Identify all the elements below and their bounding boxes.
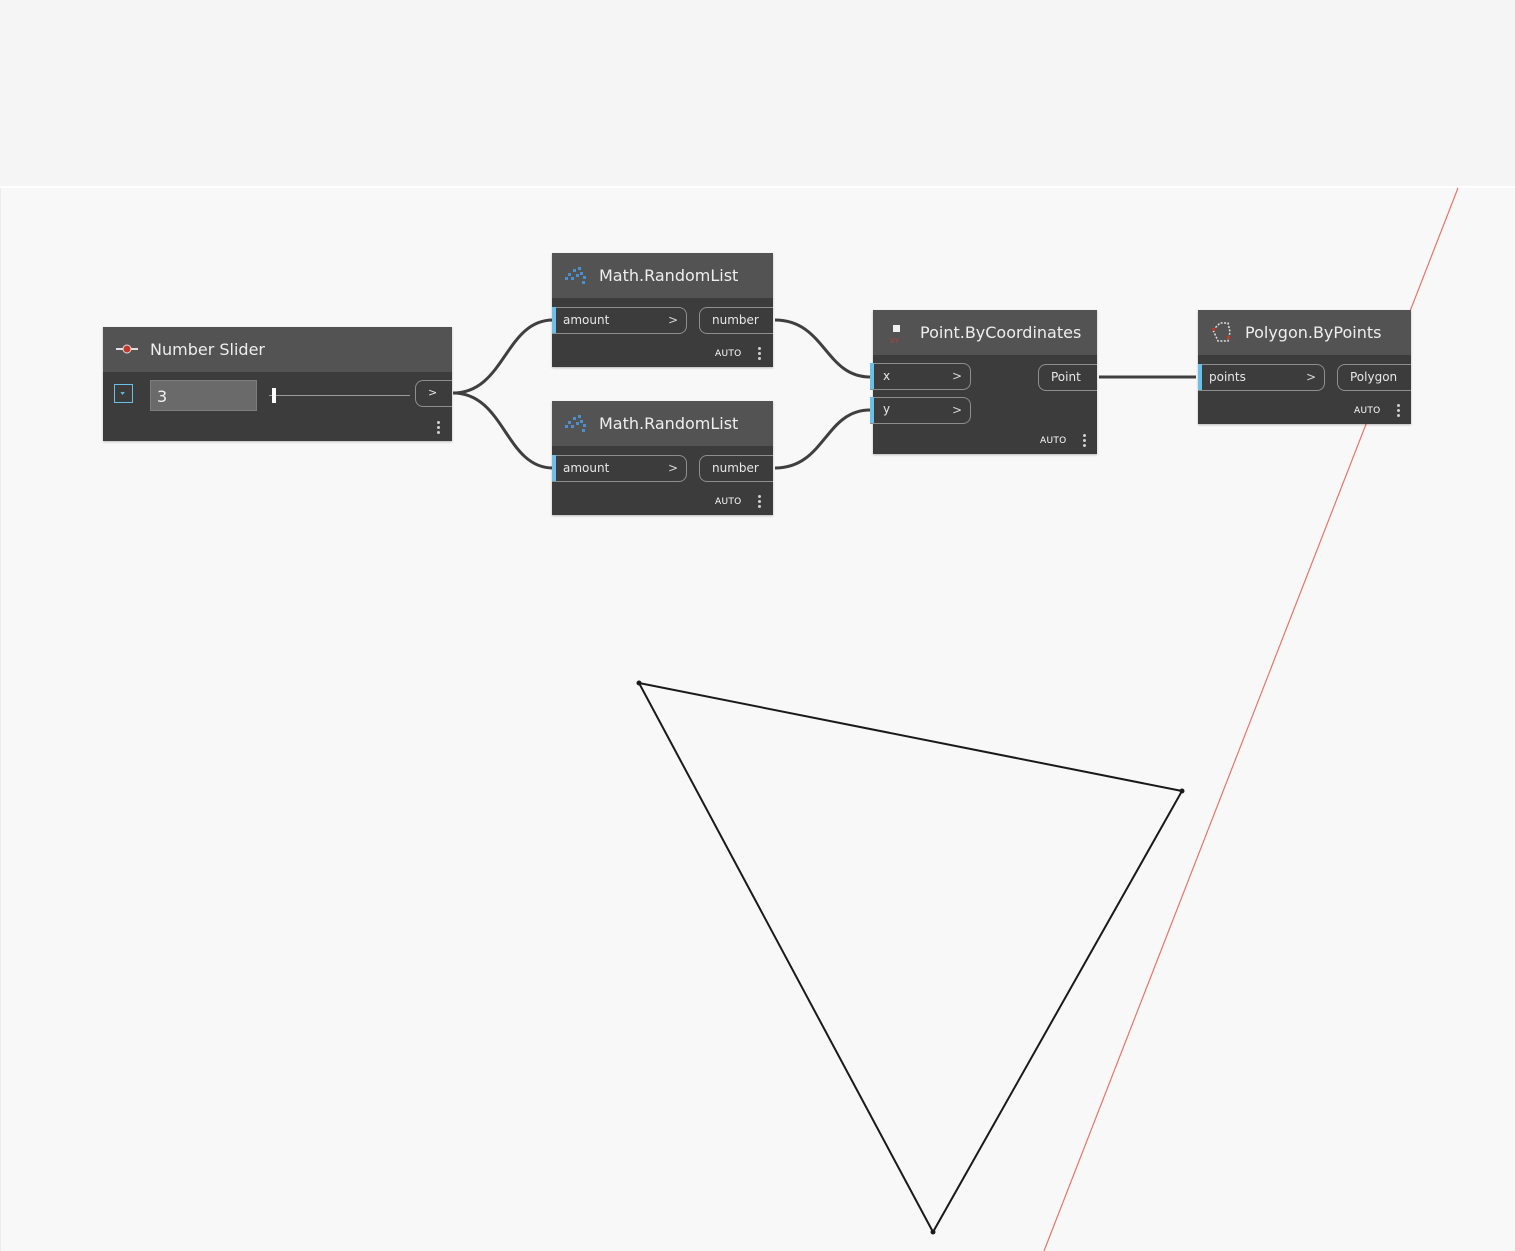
top-band-divider [0,186,1515,188]
random-list-icon [565,415,586,432]
random-list-icon [565,267,586,284]
node-header[interactable]: Math.RandomList [552,253,773,298]
wire-random2-to-point-y[interactable] [774,408,871,470]
wire-slider-to-random1[interactable] [452,318,554,395]
number-output-port[interactable]: number [699,455,773,482]
number-slider-node[interactable]: Number Slider 3 > [103,327,452,441]
node-header[interactable]: Polygon.ByPoints [1198,310,1411,355]
node-title: Polygon.ByPoints [1245,323,1382,342]
random-list-node-2[interactable]: Math.RandomList amount > number AUTO [552,401,773,515]
wire-slider-to-random2[interactable] [452,391,554,470]
node-title: Math.RandomList [599,266,739,285]
polygon-icon [1212,322,1231,342]
lacing-label[interactable]: AUTO [715,497,742,507]
node-menu-icon[interactable] [758,495,762,509]
number-output-port[interactable]: number [699,307,773,334]
node-menu-icon[interactable] [437,421,441,435]
lacing-label[interactable]: AUTO [1040,436,1067,446]
node-title: Math.RandomList [599,414,739,433]
node-title: Point.ByCoordinates [920,323,1082,342]
slider-output-port[interactable]: > [415,380,452,407]
polygon-by-points-node[interactable]: Polygon.ByPoints points > Polygon AUTO [1198,310,1411,424]
slider-thumb[interactable] [271,388,276,403]
points-input-port[interactable]: points > [1198,364,1325,391]
node-title: Number Slider [150,340,265,359]
slider-value-input[interactable]: 3 [150,380,257,411]
lacing-label[interactable]: AUTO [715,349,742,359]
node-header[interactable]: XY Point.ByCoordinates [873,310,1097,355]
slider-icon [116,344,138,354]
node-menu-icon[interactable] [1397,404,1401,418]
node-menu-icon[interactable] [1083,434,1087,448]
x-input-port[interactable]: x > [870,363,971,390]
slider-value-text: 3 [157,387,168,406]
random-list-node-1[interactable]: Math.RandomList amount > number AUTO [552,253,773,367]
polygon-vertex [930,1229,936,1235]
amount-input-port[interactable]: amount > [552,307,687,334]
point-output-port[interactable]: Point [1038,364,1097,391]
point-by-coordinates-node[interactable]: XY Point.ByCoordinates x > y > Point AUT… [870,310,1097,454]
node-menu-icon[interactable] [758,347,762,361]
lacing-label[interactable]: AUTO [1354,406,1381,416]
node-header[interactable]: Number Slider [103,327,452,372]
slider-track[interactable] [269,395,410,396]
wire-random1-to-point-x[interactable] [774,318,871,379]
amount-input-port[interactable]: amount > [552,455,687,482]
point-icon-label: XY [890,337,900,345]
polygon-vertex [636,680,642,686]
polygon-vertex [1179,788,1185,794]
polygon-preview [637,681,1184,1235]
node-header[interactable]: Math.RandomList [552,401,773,446]
y-input-port[interactable]: y > [870,397,971,424]
polygon-output-port[interactable]: Polygon [1337,364,1411,391]
chevron-down-icon [120,392,125,395]
slider-expand-button[interactable] [114,384,133,403]
top-band [0,0,1515,186]
point-xy-icon [893,325,900,332]
